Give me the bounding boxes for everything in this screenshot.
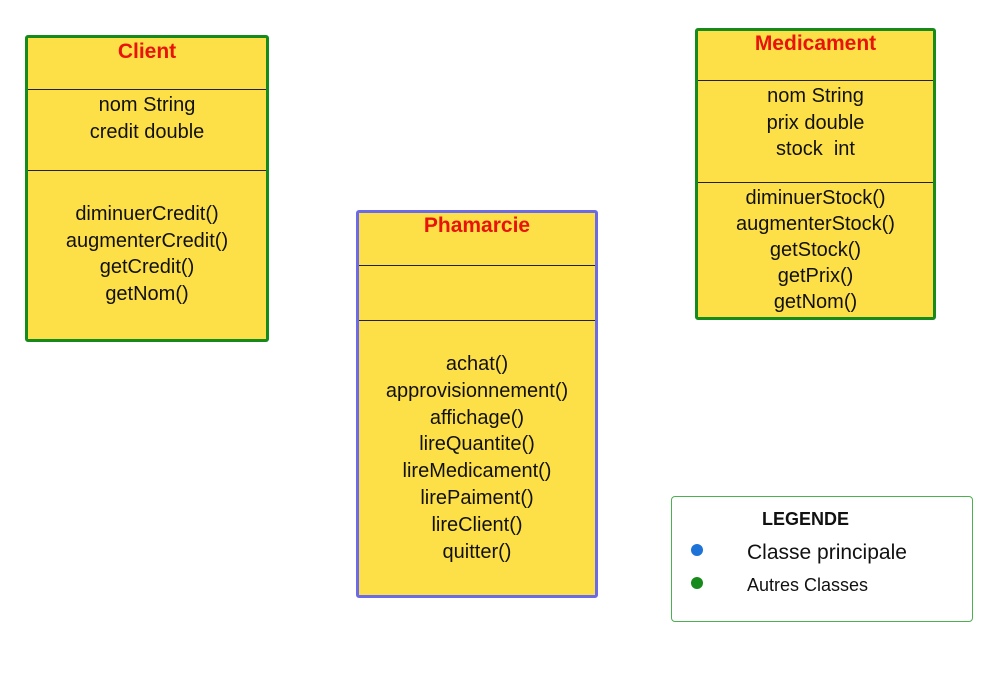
divider <box>359 320 595 321</box>
class-medicament[interactable]: Medicament nom String prix double stock … <box>695 28 936 320</box>
legend: LEGENDE Classe principale Autres Classes <box>671 496 973 622</box>
legend-label: Classe principale <box>747 541 907 564</box>
method: approvisionnement() <box>385 379 569 402</box>
method: getStock() <box>769 239 862 261</box>
class-client[interactable]: Client nom String credit double diminuer… <box>25 35 269 342</box>
attributes-section: nom String credit double <box>28 92 266 145</box>
attribute: nom String <box>767 85 864 107</box>
methods-section: diminuerCredit() augmenterCredit() getCr… <box>28 201 266 307</box>
attribute: nom String <box>98 94 196 116</box>
class-name: Medicament <box>754 32 877 55</box>
legend-label: Autres Classes <box>747 575 869 595</box>
method: diminuerCredit() <box>75 203 219 225</box>
method: getPrix() <box>777 265 854 287</box>
attribute: credit double <box>89 120 205 143</box>
method: lirePaiment() <box>420 486 534 509</box>
methods-section: achat() approvisionnement() affichage() … <box>359 351 595 565</box>
class-name: Phamarcie <box>423 214 531 237</box>
divider <box>698 182 933 183</box>
method: getNom() <box>105 282 189 305</box>
divider <box>28 89 266 90</box>
method: augmenterStock() <box>736 213 895 235</box>
legend-title: LEGENDE <box>762 509 850 529</box>
method: lireQuantite() <box>419 433 535 456</box>
method: lireClient() <box>431 513 523 536</box>
methods-section: diminuerStock() augmenterStock() getStoc… <box>698 185 933 315</box>
method: lireMedicament() <box>402 460 552 483</box>
method: quitter() <box>442 540 512 563</box>
divider <box>28 170 266 171</box>
blue-dot-icon <box>691 544 703 556</box>
method: augmenterCredit() <box>65 229 229 252</box>
class-name: Client <box>117 40 177 63</box>
method: achat() <box>445 353 509 375</box>
attributes-section: nom String prix double stock int <box>698 83 933 163</box>
attribute: prix double <box>766 111 865 134</box>
class-pharmacie[interactable]: Phamarcie achat() approvisionnement() af… <box>356 210 598 598</box>
green-dot-icon <box>691 577 703 589</box>
attribute: stock int <box>776 138 855 160</box>
method: diminuerStock() <box>745 187 886 209</box>
method: getNom() <box>773 291 858 313</box>
method: getCredit() <box>99 256 195 278</box>
divider <box>359 265 595 266</box>
method: affichage() <box>429 406 525 429</box>
divider <box>698 80 933 81</box>
